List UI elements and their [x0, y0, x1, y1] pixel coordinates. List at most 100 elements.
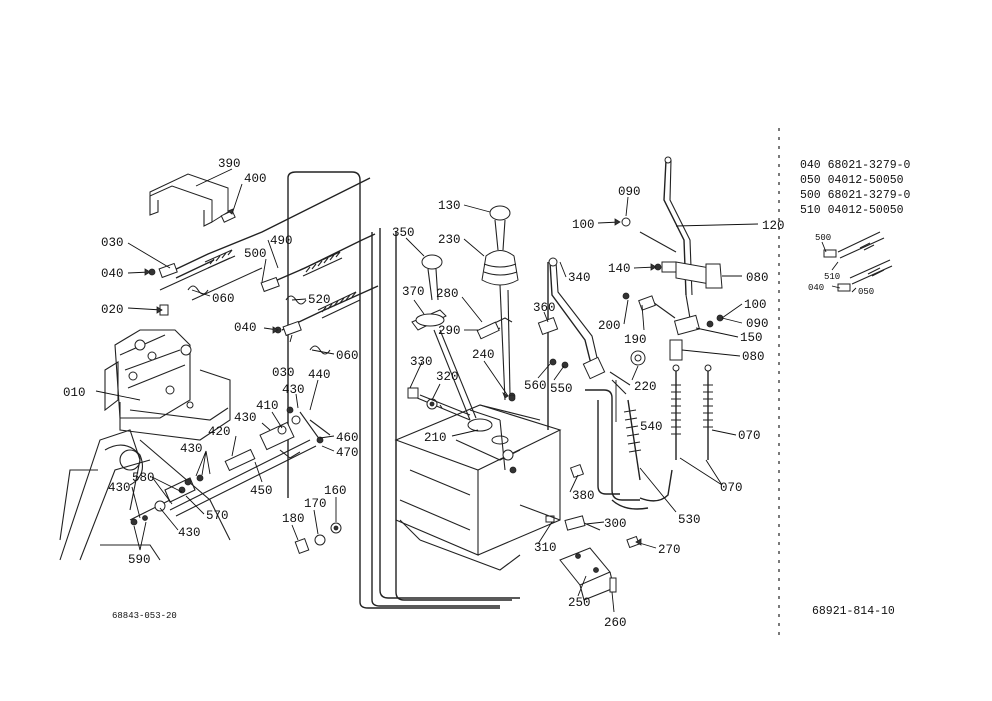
callout-390: 390	[218, 157, 241, 171]
inset-label-040: 040	[808, 283, 824, 293]
callout-450: 450	[250, 484, 273, 498]
callout-220: 220	[634, 380, 657, 394]
legend-code: 040	[800, 159, 821, 172]
callout-320: 320	[436, 370, 459, 384]
callout-430d: 430	[108, 481, 131, 495]
callout-330: 330	[410, 355, 433, 369]
legend-code: 510	[800, 204, 821, 217]
callout-070b: 070	[720, 481, 743, 495]
callout-520: 520	[308, 293, 331, 307]
callout-470: 470	[336, 446, 359, 460]
legend-row: 510 04012-50050	[800, 203, 910, 218]
callout-040a: 040	[101, 267, 124, 281]
inset-sketch	[821, 231, 893, 293]
callout-340: 340	[568, 271, 591, 285]
callout-400: 400	[244, 172, 267, 186]
callout-560: 560	[524, 379, 547, 393]
callout-070a: 070	[738, 429, 761, 443]
callout-380: 380	[572, 489, 595, 503]
valve-block	[59, 329, 231, 561]
legend-code: 500	[800, 189, 821, 202]
callout-490: 490	[270, 234, 293, 248]
callout-430e: 430	[178, 526, 201, 540]
lever-120	[609, 156, 724, 395]
callout-080b: 080	[742, 350, 765, 364]
drawing-ref-left: 68843-053-20	[112, 611, 177, 621]
callout-270: 270	[658, 543, 681, 557]
callout-430c: 430	[180, 442, 203, 456]
callout-580: 580	[132, 471, 155, 485]
callout-500: 500	[244, 247, 267, 261]
callout-210: 210	[424, 431, 447, 445]
callout-550: 550	[550, 382, 573, 396]
callout-200: 200	[598, 319, 621, 333]
callout-010: 010	[63, 386, 86, 400]
legend-code: 050	[800, 174, 821, 187]
bracket-lower-right	[519, 463, 640, 601]
callout-080a: 080	[746, 271, 769, 285]
callout-280: 280	[436, 287, 459, 301]
callout-230: 230	[438, 233, 461, 247]
callout-060a: 060	[212, 292, 235, 306]
part-legend: 040 68021-3279-0 050 04012-50050 500 680…	[800, 158, 910, 218]
lever-340	[537, 257, 606, 380]
callout-530: 530	[678, 513, 701, 527]
callout-410: 410	[256, 399, 279, 413]
callout-090b: 090	[746, 317, 769, 331]
callout-090a: 090	[618, 185, 641, 199]
callout-labels: 390 400 030 040 060 020 500 490 520 040 …	[63, 157, 895, 630]
legend-part-number: 04012-50050	[827, 204, 904, 217]
callout-590: 590	[128, 553, 151, 567]
callout-130: 130	[438, 199, 461, 213]
callout-300: 300	[604, 517, 627, 531]
cable-ends-right	[623, 364, 713, 481]
inset-label-050: 050	[858, 287, 874, 297]
control-levers	[411, 205, 519, 421]
drawing-ref-right: 68921-814-10	[812, 605, 895, 618]
callout-190: 190	[624, 333, 647, 347]
legend-row: 050 04012-50050	[800, 173, 910, 188]
callout-030b: 030	[272, 366, 295, 380]
legend-part-number: 68021-3279-0	[827, 159, 911, 172]
callout-310: 310	[534, 541, 557, 555]
bolts-lower	[294, 522, 342, 554]
center-console	[394, 394, 562, 571]
callout-060b: 060	[336, 349, 359, 363]
callout-370: 370	[402, 285, 425, 299]
callout-160: 160	[324, 484, 347, 498]
callout-540: 540	[640, 420, 663, 434]
inset-label-500: 500	[815, 233, 831, 243]
linkage-lower-left	[129, 406, 331, 526]
callout-140: 140	[608, 262, 631, 276]
legend-row: 040 68021-3279-0	[800, 158, 910, 173]
callout-100b: 100	[744, 298, 767, 312]
legend-row: 500 68021-3279-0	[800, 188, 910, 203]
callout-020: 020	[101, 303, 124, 317]
inset-label-510: 510	[824, 272, 840, 282]
callout-120: 120	[762, 219, 785, 233]
legend-part-number: 68021-3279-0	[827, 189, 911, 202]
cable-loops	[287, 171, 673, 609]
upper-cables	[159, 177, 379, 331]
legend-part-number: 04012-50050	[827, 174, 904, 187]
callout-440: 440	[308, 368, 331, 382]
callout-290: 290	[438, 324, 461, 338]
callout-260: 260	[604, 616, 627, 630]
callout-100a: 100	[572, 218, 595, 232]
callout-030a: 030	[101, 236, 124, 250]
callout-460: 460	[336, 431, 359, 445]
callout-040b: 040	[234, 321, 257, 335]
callout-180: 180	[282, 512, 305, 526]
small-parts-center	[407, 387, 516, 416]
callout-360: 360	[533, 301, 556, 315]
callout-420: 420	[208, 425, 231, 439]
callout-240: 240	[472, 348, 495, 362]
callout-170: 170	[304, 497, 327, 511]
cover-plate	[149, 173, 229, 227]
callout-430a: 430	[282, 383, 305, 397]
callout-250: 250	[568, 596, 591, 610]
leader-lines	[95, 168, 759, 613]
callout-430b: 430	[234, 411, 257, 425]
callout-570: 570	[206, 509, 229, 523]
